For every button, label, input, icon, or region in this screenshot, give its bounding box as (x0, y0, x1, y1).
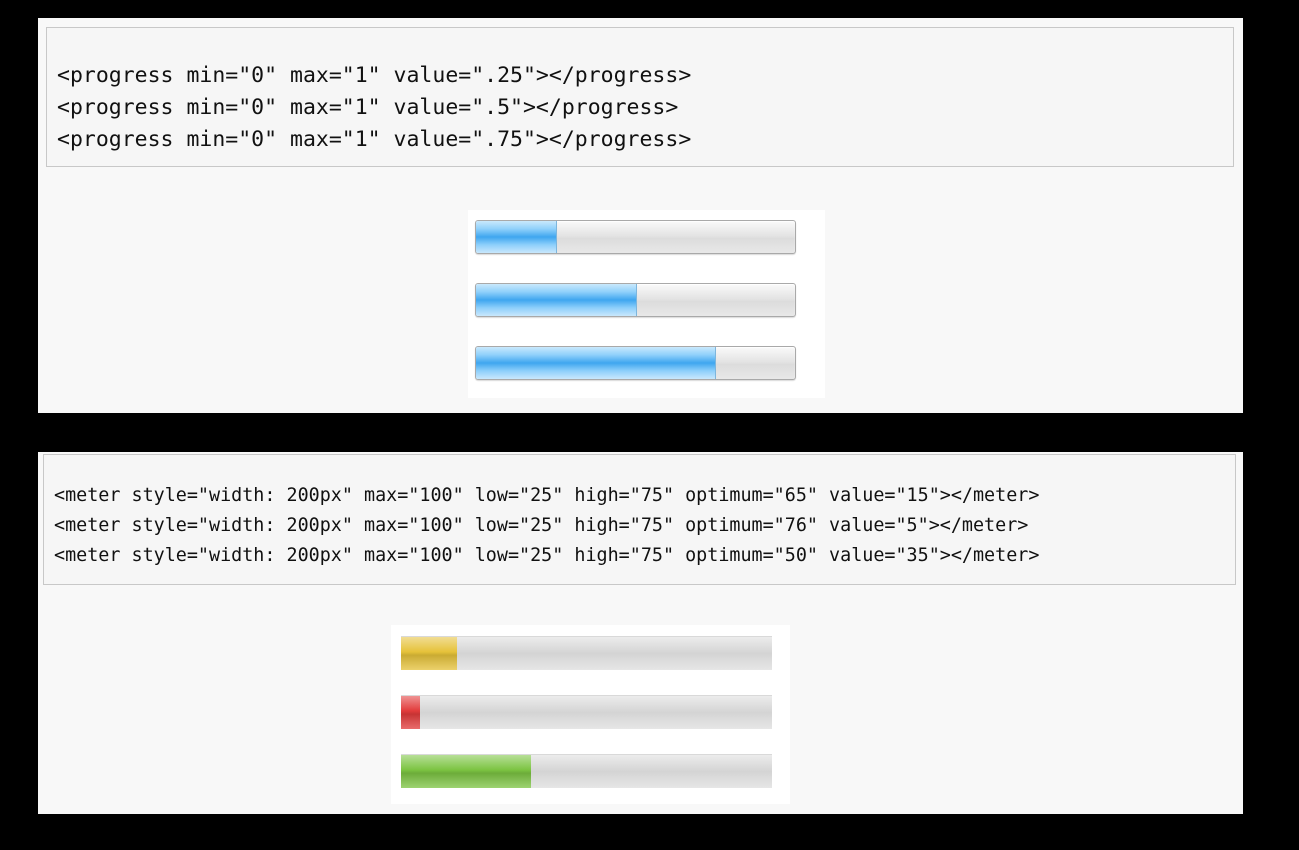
progress-slide: <progress min="0" max="1" value=".25"></… (38, 18, 1243, 413)
meter-fill-2 (401, 696, 420, 729)
meter-code-block: <meter style="width: 200px" max="100" lo… (43, 454, 1236, 585)
progress-code-line-1: <progress min="0" max="1" value=".25"></… (57, 63, 692, 88)
progress-code-line-2: <progress min="0" max="1" value=".5"></p… (57, 95, 679, 120)
meter-code-line-3: <meter style="width: 200px" max="100" lo… (54, 545, 1040, 566)
meter-demo-panel (391, 625, 790, 804)
meter-code-line-1: <meter style="width: 200px" max="100" lo… (54, 485, 1040, 506)
progress-bar-1 (475, 220, 796, 254)
progress-fill-2 (476, 284, 637, 316)
progress-code-line-3: <progress min="0" max="1" value=".75"></… (57, 127, 692, 152)
progress-fill-3 (476, 347, 717, 379)
meter-bar-1 (401, 636, 772, 670)
progress-demo-panel (468, 210, 825, 398)
progress-fill-1 (476, 221, 557, 253)
meter-slide: <meter style="width: 200px" max="100" lo… (38, 452, 1243, 814)
meter-fill-1 (401, 637, 457, 670)
meter-bar-2 (401, 695, 772, 729)
progress-code-block: <progress min="0" max="1" value=".25"></… (46, 27, 1234, 167)
meter-bar-3 (401, 754, 772, 788)
progress-bar-3 (475, 346, 796, 380)
meter-fill-3 (401, 755, 531, 788)
progress-bar-2 (475, 283, 796, 317)
meter-code-line-2: <meter style="width: 200px" max="100" lo… (54, 515, 1029, 536)
